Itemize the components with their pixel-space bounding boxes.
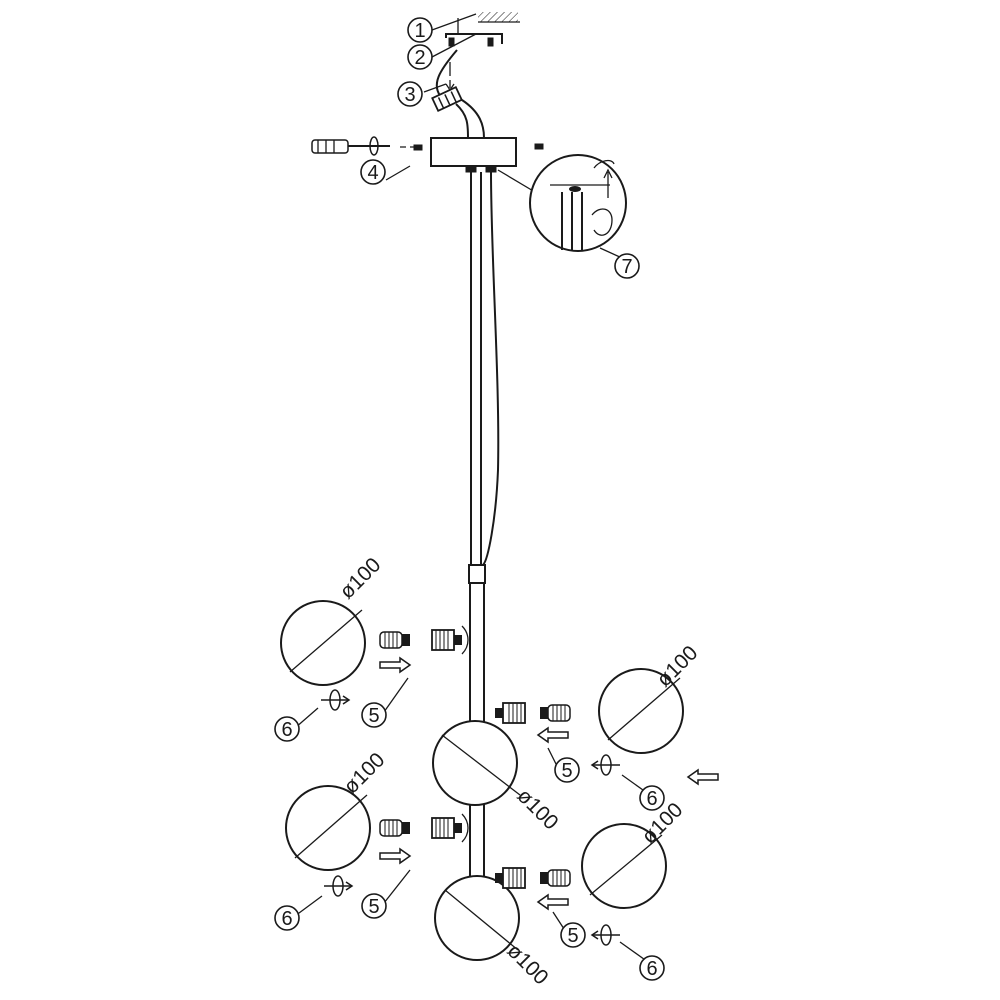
callout-number: 5 bbox=[567, 925, 578, 947]
globe-bottom bbox=[434, 875, 520, 961]
socket-upper-left bbox=[431, 625, 469, 655]
right-screw-icon bbox=[534, 143, 544, 150]
globe-top-right bbox=[598, 668, 684, 754]
callout-number: 5 bbox=[368, 705, 379, 727]
arrow-right-icon bbox=[379, 848, 411, 864]
bulb-icon bbox=[539, 869, 571, 887]
canopy bbox=[430, 137, 517, 173]
diameter-label: ø100 bbox=[335, 553, 385, 603]
callout-number: 2 bbox=[414, 47, 425, 69]
callout-number: 6 bbox=[646, 958, 657, 980]
bulb-icon bbox=[379, 819, 411, 837]
globe-lower-left bbox=[285, 785, 371, 871]
terminal-block bbox=[431, 80, 463, 113]
callout-number: 5 bbox=[368, 896, 379, 918]
arrow-right-icon bbox=[379, 657, 411, 673]
rotate-icon bbox=[323, 875, 353, 897]
rotate-icon bbox=[320, 689, 350, 711]
power-cable bbox=[482, 171, 500, 566]
ceiling bbox=[478, 12, 520, 23]
rotate-icon bbox=[591, 754, 621, 776]
diameter-label: ø100 bbox=[512, 784, 562, 834]
callout-number: 3 bbox=[404, 84, 415, 106]
callout-number: 5 bbox=[561, 760, 572, 782]
socket-upper-right bbox=[494, 702, 526, 724]
screwdriver-icon bbox=[311, 136, 390, 156]
arrow-left-icon bbox=[687, 769, 719, 785]
callout-number: 6 bbox=[281, 908, 292, 930]
callout-number: 6 bbox=[646, 788, 657, 810]
callout-number: 4 bbox=[367, 162, 378, 184]
diameter-label: ø100 bbox=[652, 641, 702, 691]
callout-number: 6 bbox=[281, 719, 292, 741]
socket-lower-left bbox=[431, 813, 469, 843]
rotate-icon bbox=[591, 924, 621, 946]
bulb-icon bbox=[539, 704, 571, 722]
diameter-label: ø100 bbox=[339, 748, 389, 798]
diameter-label: ø100 bbox=[502, 939, 552, 989]
detail-view-7 bbox=[497, 154, 627, 259]
globe-lower-right bbox=[581, 823, 667, 909]
suspension-rod bbox=[470, 172, 482, 565]
canopy-wires bbox=[455, 99, 485, 139]
globe-middle bbox=[432, 720, 521, 806]
globe-top-left bbox=[280, 600, 366, 686]
arrow-left-icon bbox=[537, 727, 569, 743]
left-screw-icon bbox=[400, 144, 423, 151]
callout-number: 1 bbox=[414, 20, 425, 42]
bulb-icon bbox=[379, 631, 411, 649]
arrow-left-icon bbox=[537, 894, 569, 910]
callout-number: 7 bbox=[621, 256, 632, 278]
